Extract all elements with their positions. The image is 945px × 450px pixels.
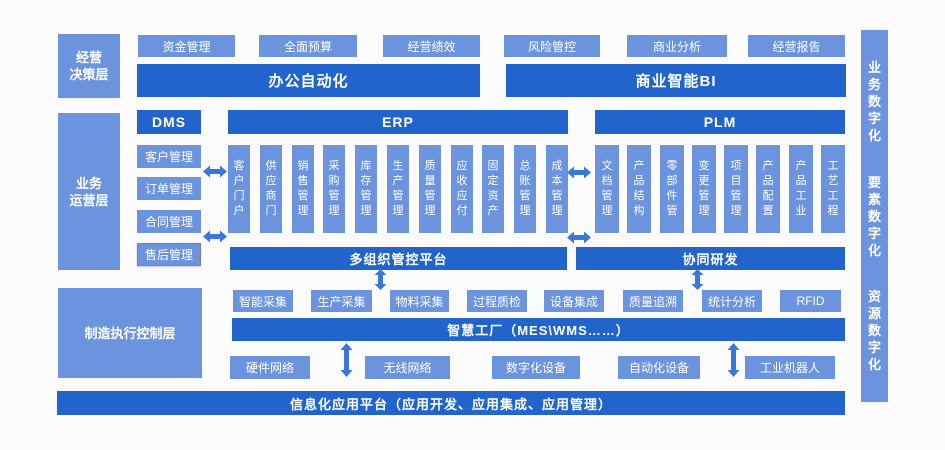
btn-material-collection: 物料采集 bbox=[390, 290, 449, 312]
plm-column-configuration: 产品配置 bbox=[756, 145, 780, 233]
double-arrow-vertical-icon bbox=[374, 269, 387, 290]
btn-risk-control: 风险管控 bbox=[504, 35, 600, 57]
dms-item-order-management: 订单管理 bbox=[137, 177, 201, 200]
erp-header: ERP bbox=[228, 110, 568, 134]
left-rail-manufacturing: 制造执行控制层 bbox=[58, 288, 202, 378]
double-arrow-horizontal-icon bbox=[203, 230, 227, 243]
erp-column-production: 生产管理 bbox=[387, 145, 409, 233]
erp-column-cost: 成本管理 bbox=[546, 145, 568, 233]
btn-smart-collection: 智能采集 bbox=[233, 290, 293, 312]
oa-bar: 办公自动化 bbox=[137, 64, 480, 97]
btn-process-inspection: 过程质检 bbox=[467, 290, 527, 312]
btn-business-performance: 经营绩效 bbox=[383, 35, 480, 57]
btn-business-report: 经营报告 bbox=[748, 35, 845, 57]
erp-column-quality: 质量管理 bbox=[419, 145, 441, 233]
btn-wireless-network: 无线网络 bbox=[365, 356, 450, 379]
btn-statistical-analysis: 统计分析 bbox=[702, 290, 762, 312]
right-rail-item: 要素数字化 bbox=[867, 174, 881, 258]
btn-comprehensive-budget: 全面预算 bbox=[259, 35, 357, 57]
right-rail-item: 资源数字化 bbox=[867, 288, 881, 372]
dms-item-customer-management: 客户管理 bbox=[137, 145, 201, 168]
erp-column-customer-portal: 客户门户 bbox=[228, 145, 250, 233]
btn-equipment-integration: 设备集成 bbox=[544, 290, 604, 312]
btn-hardware-network: 硬件网络 bbox=[230, 356, 310, 379]
erp-column-fixed-assets: 固定资产 bbox=[482, 145, 504, 233]
btn-business-analysis: 商业分析 bbox=[627, 35, 727, 57]
plm-column-process-engineering: 工艺工程 bbox=[821, 145, 845, 233]
right-rail: 业务数字化 要素数字化 资源数字化 bbox=[861, 30, 888, 402]
double-arrow-horizontal-icon bbox=[567, 231, 591, 244]
plm-column-change: 变更管理 bbox=[692, 145, 716, 233]
btn-industrial-robot: 工业机器人 bbox=[745, 356, 835, 379]
collaborative-rd-bar: 协同研发 bbox=[576, 247, 845, 270]
erp-column-ar-ap: 应收应付 bbox=[451, 145, 473, 233]
btn-rfid: RFID bbox=[780, 290, 841, 312]
left-rail-decision: 经营 决策层 bbox=[58, 34, 120, 98]
btn-fund-management: 资金管理 bbox=[138, 35, 235, 57]
left-rail-operations: 业务 运营层 bbox=[58, 113, 120, 270]
plm-column-product-structure: 产品结构 bbox=[627, 145, 651, 233]
erp-column-procurement: 采购管理 bbox=[323, 145, 345, 233]
smart-factory-bar: 智慧工厂（MES\WMS……） bbox=[232, 318, 845, 341]
plm-column-document: 文档管理 bbox=[595, 145, 619, 233]
multi-org-platform-bar: 多组织管控平台 bbox=[230, 247, 567, 270]
plm-column-parts: 零部件管 bbox=[660, 145, 684, 233]
erp-column-supplier-portal: 供应商门 bbox=[260, 145, 282, 233]
double-arrow-horizontal-icon bbox=[567, 166, 591, 179]
plm-column-project: 项目管理 bbox=[724, 145, 748, 233]
double-arrow-vertical-icon bbox=[727, 343, 740, 377]
dms-item-aftersales-management: 售后管理 bbox=[137, 243, 201, 266]
double-arrow-vertical-icon bbox=[691, 269, 704, 290]
btn-automation-equipment: 自动化设备 bbox=[618, 356, 700, 379]
erp-column-inventory: 库存管理 bbox=[355, 145, 377, 233]
erp-column-sales: 销售管理 bbox=[292, 145, 314, 233]
double-arrow-horizontal-icon bbox=[203, 165, 227, 178]
plm-header: PLM bbox=[595, 110, 845, 134]
btn-digital-equipment: 数字化设备 bbox=[492, 356, 580, 379]
btn-quality-traceability: 质量追溯 bbox=[623, 290, 683, 312]
btn-production-collection: 生产采集 bbox=[311, 290, 372, 312]
dms-item-contract-management: 合同管理 bbox=[137, 210, 201, 233]
right-rail-item: 业务数字化 bbox=[867, 60, 881, 144]
info-app-platform-bar: 信息化应用平台（应用开发、应用集成、应用管理） bbox=[57, 391, 845, 415]
dms-header: DMS bbox=[137, 110, 201, 134]
plm-column-product-industry: 产品工业 bbox=[789, 145, 813, 233]
erp-column-general-ledger: 总账管理 bbox=[514, 145, 536, 233]
bi-bar: 商业智能BI bbox=[506, 64, 846, 97]
double-arrow-vertical-icon bbox=[340, 343, 353, 377]
